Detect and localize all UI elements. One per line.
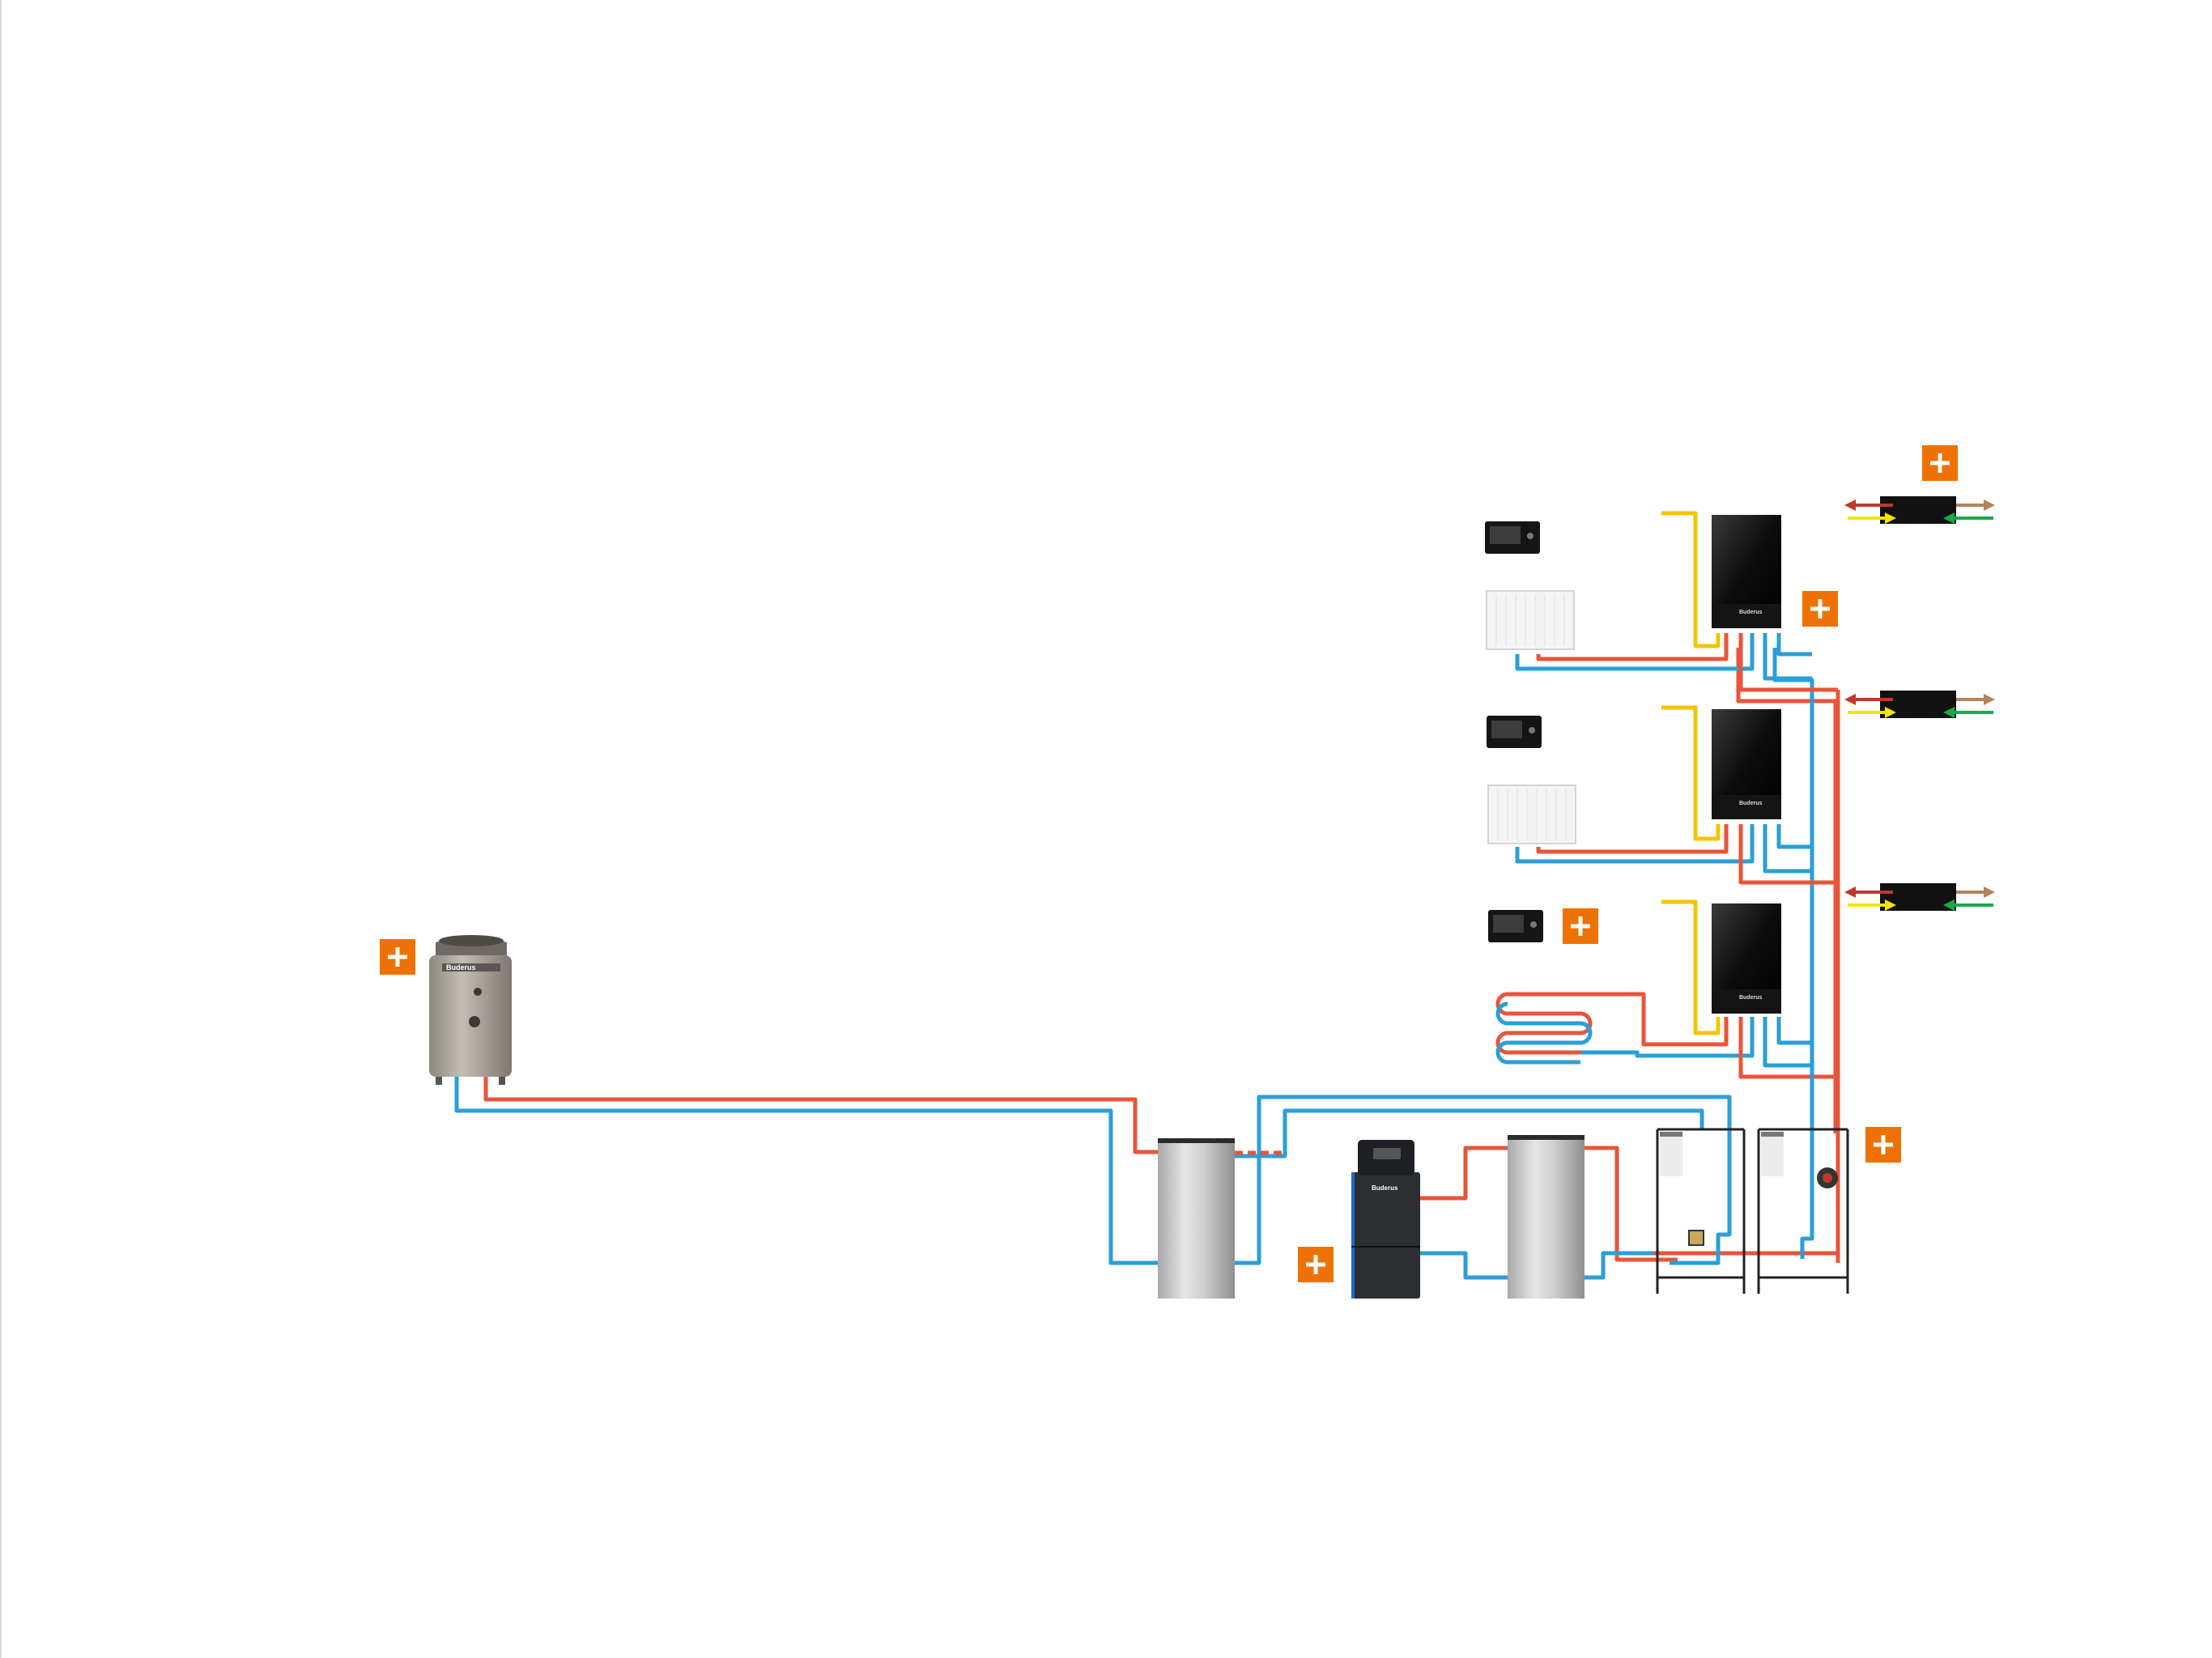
add-button-wall-boiler[interactable] xyxy=(1802,591,1838,627)
boiler-logo: Buderus xyxy=(1372,1184,1398,1192)
pipe-flow-riser xyxy=(1736,648,1838,1133)
pipe-return-tap-2 xyxy=(1776,824,1812,849)
room-controller-2[interactable] xyxy=(1487,716,1542,748)
plus-icon xyxy=(388,947,407,967)
heat-pump-logo: Buderus xyxy=(446,963,476,971)
pipe-return-riser-3 xyxy=(1763,1017,1812,1068)
pipe-module-right-ret xyxy=(1800,1065,1814,1259)
wall-boiler-2-logo: Buderus xyxy=(1739,801,1763,806)
plus-icon xyxy=(1571,916,1590,936)
room-controller-3[interactable] xyxy=(1488,910,1543,942)
add-button-controller[interactable] xyxy=(1563,908,1598,944)
ventilation-unit-2[interactable] xyxy=(1844,691,1995,718)
pipe-flow-floor xyxy=(1580,992,1729,1047)
outdoor-heat-pump[interactable]: Buderus xyxy=(429,935,512,1085)
pipe-return-tap-1 xyxy=(1776,633,1812,657)
ventilation-unit-3[interactable] xyxy=(1844,883,1995,911)
pipe-flow-tank-to-module xyxy=(1585,1146,1678,1262)
pipe-return-buffer-mid xyxy=(1235,1108,1704,1158)
buffer-tank[interactable] xyxy=(1158,1138,1235,1299)
add-button-heat-pump[interactable] xyxy=(380,939,415,975)
hot-water-tank[interactable] xyxy=(1508,1135,1585,1299)
radiator-2[interactable] xyxy=(1487,784,1576,844)
pipe-flow-radiator-2 xyxy=(1536,824,1729,854)
pipe-flow-riser-1 xyxy=(1738,633,1838,692)
add-button-module[interactable] xyxy=(1865,1127,1901,1163)
pipe-return-riser-2 xyxy=(1763,824,1812,874)
add-button-ventilation[interactable] xyxy=(1922,445,1958,481)
room-controller-1[interactable] xyxy=(1485,521,1540,554)
pipe-return-buffer-top xyxy=(1235,1095,1732,1265)
pipe-gas-3 xyxy=(1661,899,1721,1035)
plus-icon xyxy=(1306,1255,1325,1274)
pipe-return-radiator-2 xyxy=(1515,824,1755,864)
pipe-return-boiler-to-tank xyxy=(1420,1251,1508,1280)
pipe-flow-radiator-1 xyxy=(1536,633,1729,661)
plus-icon xyxy=(1810,599,1830,619)
pipe-flow-heatpump-to-buffer xyxy=(483,1077,1158,1154)
pipe-flow-riser-3 xyxy=(1738,1017,1838,1079)
plus-icon xyxy=(1874,1135,1893,1154)
pipe-module-return xyxy=(1670,1129,1732,1265)
floor-heating-loop xyxy=(1495,992,1593,1055)
wall-boiler-3[interactable]: Buderus xyxy=(1712,903,1781,1014)
pipe-gas-1 xyxy=(1661,511,1721,648)
radiator-1[interactable] xyxy=(1486,590,1575,650)
floor-standing-boiler[interactable]: Buderus xyxy=(1351,1140,1420,1299)
heating-module-2[interactable] xyxy=(1757,1128,1849,1294)
wall-boiler-1[interactable]: Buderus xyxy=(1712,515,1781,628)
pipe-return-riser-1 xyxy=(1763,633,1812,681)
pipe-return-tank-to-module xyxy=(1585,1251,1653,1280)
heating-module-1[interactable] xyxy=(1656,1128,1746,1294)
pipe-return-buffer-to-heatpump xyxy=(454,1077,1158,1265)
ventilation-unit-1[interactable] xyxy=(1844,496,1995,524)
wall-boiler-1-logo: Buderus xyxy=(1739,610,1763,615)
pipe-network xyxy=(454,511,1840,1280)
wall-boiler-3-logo: Buderus xyxy=(1739,995,1763,1001)
pipe-flow-boiler-to-tank xyxy=(1420,1146,1508,1201)
add-button-boiler[interactable] xyxy=(1298,1247,1334,1282)
pipe-gas-2 xyxy=(1661,705,1721,841)
floor-heating-loop-return xyxy=(1495,1001,1593,1065)
wall-boiler-2[interactable]: Buderus xyxy=(1712,709,1781,819)
pipe-return-floor xyxy=(1580,1017,1755,1058)
pipe-return-radiator-1 xyxy=(1515,633,1755,671)
plus-icon xyxy=(1930,453,1950,473)
pipe-return-tap-3 xyxy=(1776,1017,1812,1045)
pipe-flow-riser-2 xyxy=(1738,824,1838,885)
